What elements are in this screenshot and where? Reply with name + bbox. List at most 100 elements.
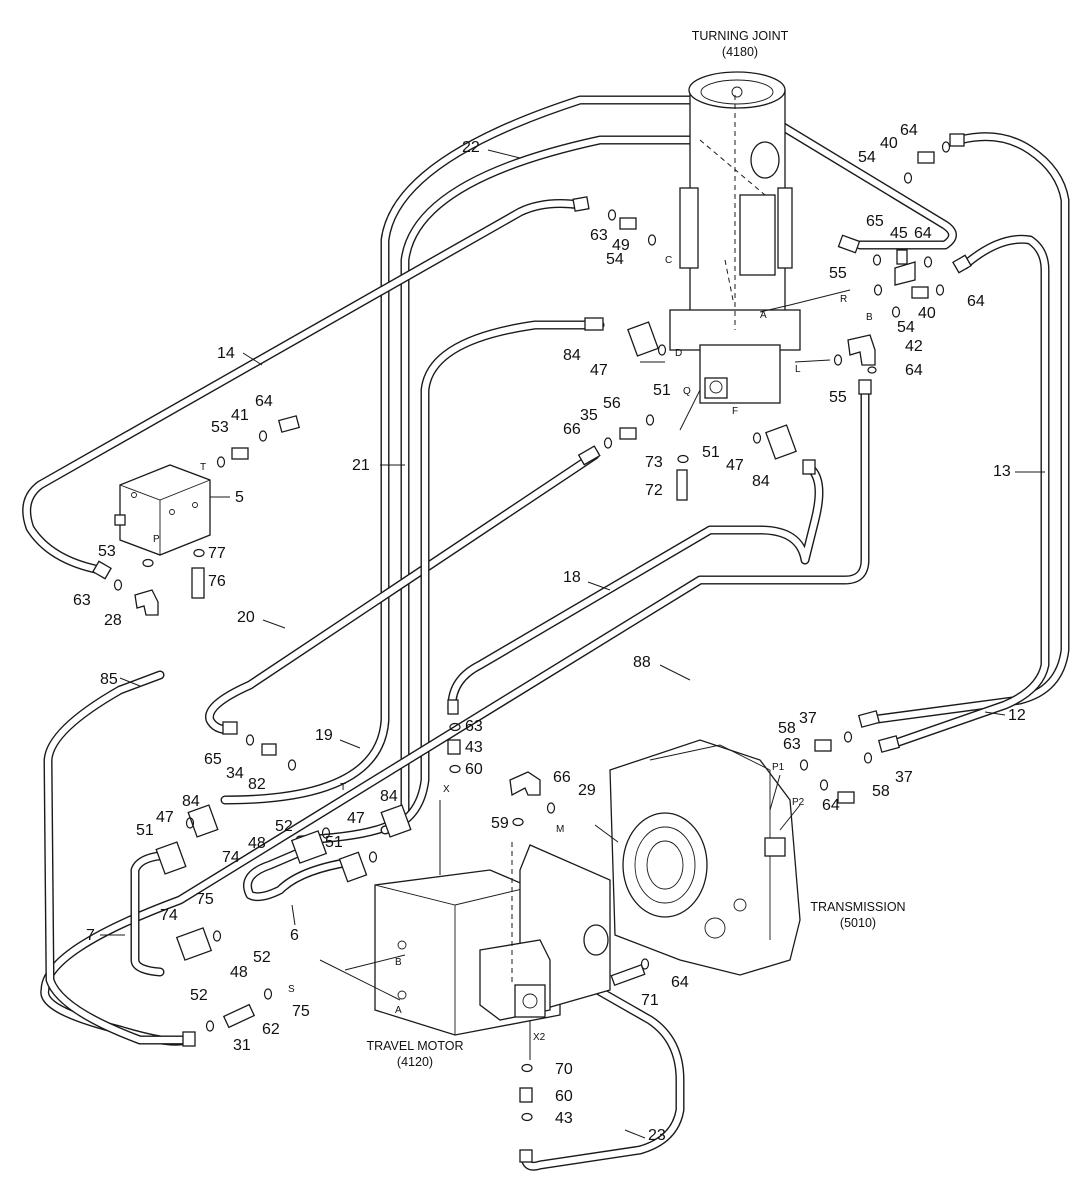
port-label: X2 xyxy=(533,1032,546,1043)
callout: 13 xyxy=(993,463,1011,480)
callout: 65 xyxy=(204,751,222,768)
port-label: A xyxy=(760,310,767,321)
callout: 60 xyxy=(465,761,483,778)
callout: 85 xyxy=(100,671,118,688)
callout: 54 xyxy=(606,251,624,268)
turning-joint-name: TURNING JOINT xyxy=(692,29,789,43)
port-label: F xyxy=(732,406,738,417)
hose-fittings xyxy=(92,133,972,1163)
callout: 41 xyxy=(231,407,249,424)
small-parts xyxy=(134,151,935,1103)
port-label: M xyxy=(556,824,564,835)
callout: 84 xyxy=(182,793,200,810)
callout-numbers: 22 21 14 20 19 18 88 13 12 23 85 7 6 64 … xyxy=(73,122,1026,1144)
callout: 76 xyxy=(208,573,226,590)
callout: 60 xyxy=(555,1088,573,1105)
transmission-assembly xyxy=(609,739,801,976)
callout: 43 xyxy=(465,739,483,756)
callout: 63 xyxy=(783,736,801,753)
port-label: X xyxy=(443,784,450,795)
callout: 71 xyxy=(641,992,659,1009)
port-label: P2 xyxy=(792,797,805,808)
callout: 77 xyxy=(208,545,226,562)
callout: 64 xyxy=(255,393,273,410)
callout: 74 xyxy=(222,849,240,866)
port-label: Q xyxy=(683,386,691,397)
travel-motor-code: (4120) xyxy=(397,1055,433,1069)
callout: 82 xyxy=(248,776,266,793)
callout: 66 xyxy=(553,769,571,786)
callout: 55 xyxy=(829,265,847,282)
callout: 56 xyxy=(603,395,621,412)
callout: 66 xyxy=(563,421,581,438)
transmission-code: (5010) xyxy=(840,916,876,930)
callout: 64 xyxy=(905,362,923,379)
callout: 55 xyxy=(829,389,847,406)
callout: 42 xyxy=(905,338,923,355)
callout: 22 xyxy=(462,139,480,156)
callout: 51 xyxy=(136,822,154,839)
callout: 64 xyxy=(914,225,932,242)
callout: 51 xyxy=(702,444,720,461)
hose-12 xyxy=(885,234,1050,750)
port-label: L xyxy=(795,364,801,375)
valve-5 xyxy=(114,464,211,556)
callout: 53 xyxy=(211,419,229,436)
callout: 21 xyxy=(352,457,370,474)
port-label: B xyxy=(395,957,402,968)
callout: 72 xyxy=(645,482,663,499)
port-label: P xyxy=(153,534,160,545)
callout: 34 xyxy=(226,765,244,782)
port-label: B xyxy=(866,312,873,323)
port-label: T xyxy=(200,462,206,473)
callout: 37 xyxy=(799,710,817,727)
callout: 51 xyxy=(653,382,671,399)
callout: 47 xyxy=(726,457,744,474)
port-label: R xyxy=(840,294,847,305)
callout: 48 xyxy=(248,835,266,852)
callout: 59 xyxy=(491,815,509,832)
callout: 23 xyxy=(648,1127,666,1144)
callout: 47 xyxy=(156,809,174,826)
callout: 40 xyxy=(880,135,898,152)
callout: 29 xyxy=(578,782,596,799)
callout: 31 xyxy=(233,1037,251,1054)
callout: 52 xyxy=(253,949,271,966)
port-label: D xyxy=(675,348,682,359)
callout: 63 xyxy=(590,227,608,244)
travel-motor-name: TRAVEL MOTOR xyxy=(366,1039,463,1053)
callout: 52 xyxy=(275,818,293,835)
callout: 28 xyxy=(104,612,122,629)
travel-motor-assembly xyxy=(374,842,611,1036)
callout: 62 xyxy=(262,1021,280,1038)
callout: 84 xyxy=(563,347,581,364)
callout: 40 xyxy=(918,305,936,322)
hose-22 xyxy=(220,95,717,805)
callout: 84 xyxy=(380,788,398,805)
callout: 63 xyxy=(73,592,91,609)
port-label: C xyxy=(665,255,672,266)
callout: 63 xyxy=(465,718,483,735)
callout: 74 xyxy=(160,907,178,924)
callout: 47 xyxy=(590,362,608,379)
callout: 43 xyxy=(555,1110,573,1127)
callout: 64 xyxy=(671,974,689,991)
port-label: A xyxy=(395,1005,402,1016)
callout: 35 xyxy=(580,407,598,424)
callout: 54 xyxy=(858,149,876,166)
callout: 19 xyxy=(315,727,333,744)
leader-lines xyxy=(100,149,1045,1139)
callout: 51 xyxy=(325,834,343,851)
port-labels: T P C R A B D Q L F T X M P1 P2 S B A X2 xyxy=(153,255,873,1043)
callout: 64 xyxy=(822,797,840,814)
callout: 20 xyxy=(237,609,255,626)
callout: 54 xyxy=(897,319,915,336)
callout: 14 xyxy=(217,345,235,362)
hose-group xyxy=(22,95,1070,1171)
port-label: P1 xyxy=(772,762,785,773)
turning-joint-assembly xyxy=(669,71,801,404)
callout: 6 xyxy=(290,927,299,944)
turning-joint-code: (4180) xyxy=(722,45,758,59)
callout: 64 xyxy=(900,122,918,139)
